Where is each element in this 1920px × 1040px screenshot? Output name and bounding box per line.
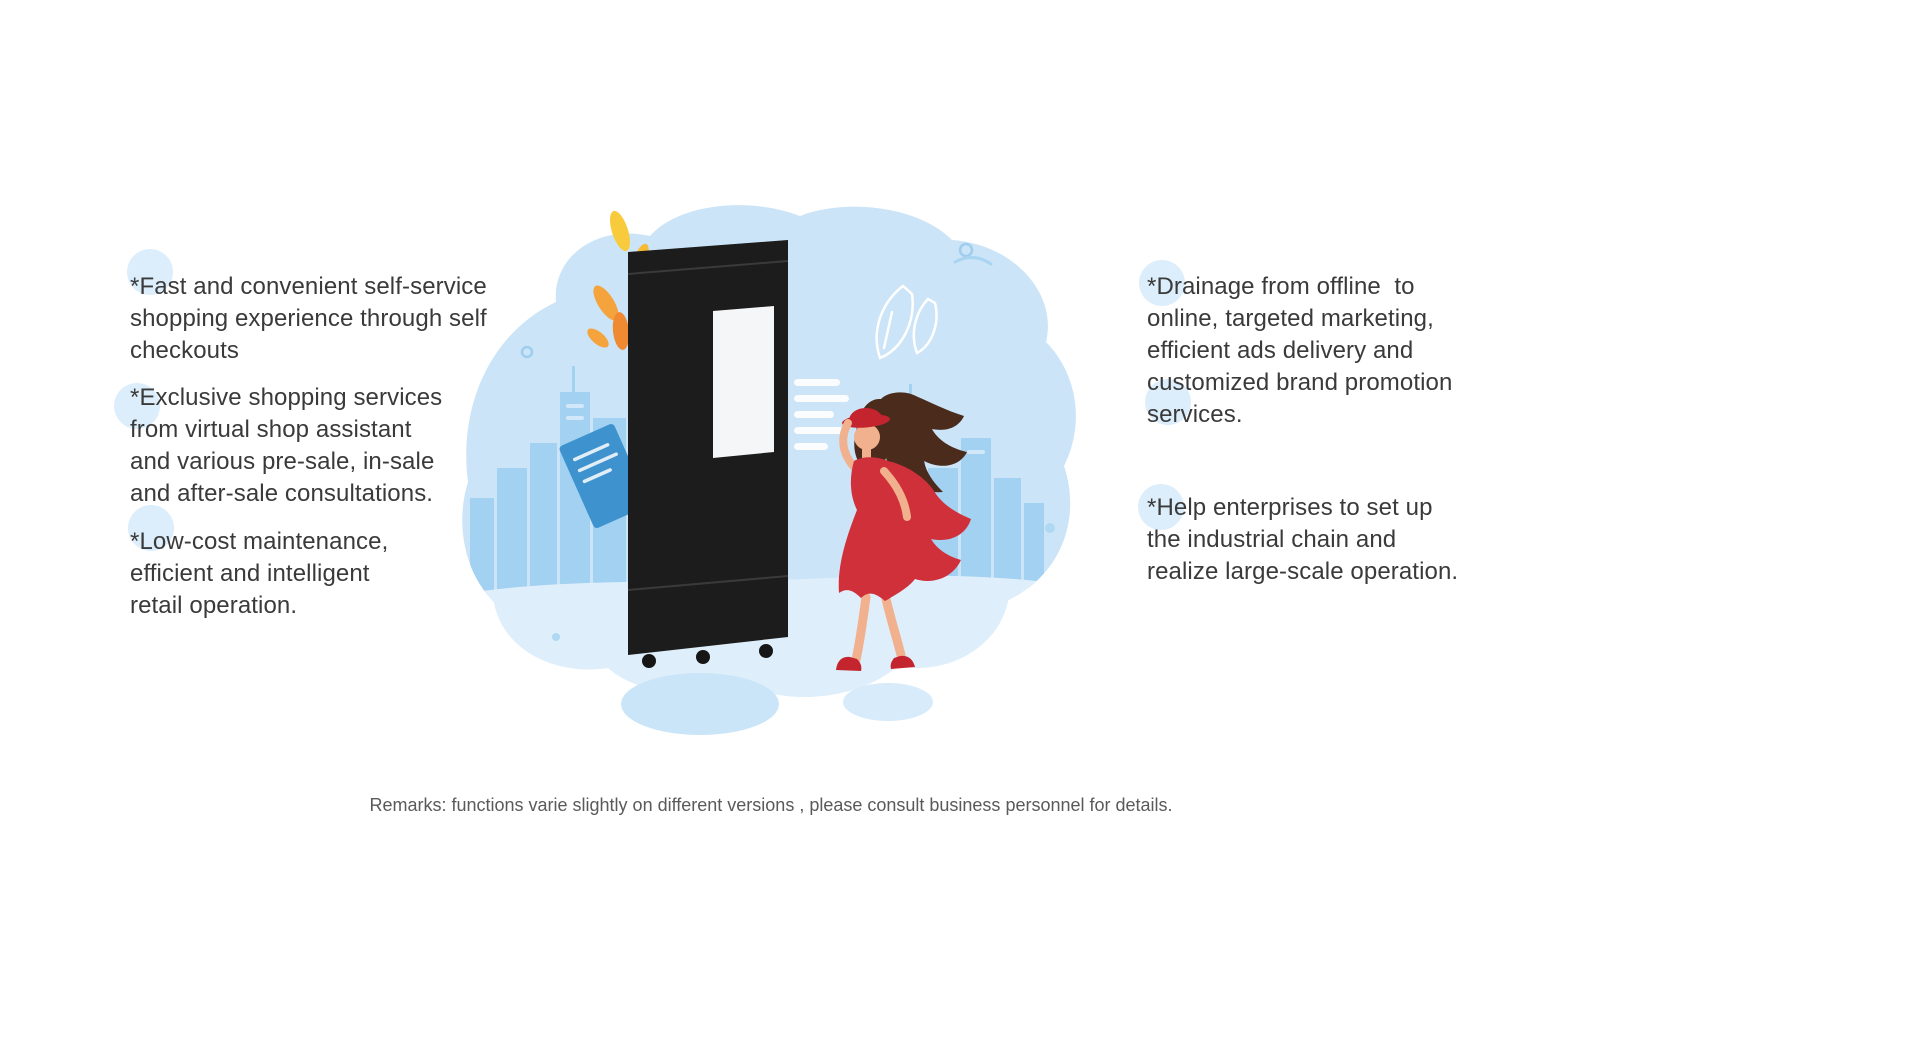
building [1024,503,1044,608]
decor-dot-outline [520,345,534,359]
kiosk-screen [713,306,774,458]
decor-stroke [953,256,993,266]
list-lines [794,379,849,450]
feature-text-self-service: *Fast and convenient self-service shoppi… [130,273,487,364]
leaf [587,328,609,348]
woman-neck [862,444,871,462]
woman-dress [838,457,971,601]
list-line [794,443,828,450]
card-line [577,452,618,473]
woman-leg [881,594,906,660]
kiosk-wheel [642,654,656,668]
blue-card [559,423,649,529]
kiosk-shadow [621,673,779,735]
woman-shadow [843,683,933,721]
decor-circle [128,505,174,551]
feature-text-drainage: *Drainage from offline to online, target… [1147,273,1453,428]
kiosk-wheel [696,650,710,664]
decor-circle [127,249,173,295]
decor-circle [1139,260,1185,306]
list-line [794,411,834,418]
decor-circle [1145,379,1191,425]
building [530,443,557,608]
building-antenna [572,366,575,394]
woman-leg [851,592,871,665]
decor-circle [1138,484,1184,530]
woman-hat-brim [842,414,890,428]
list-line [794,379,840,386]
leaf [612,312,630,350]
card-line [582,468,612,484]
card-body [559,423,649,529]
decor-dot-outline [958,242,974,258]
kiosk-wheel [759,644,773,658]
building [497,468,527,608]
decor-dot [552,633,560,641]
woman-arm-down [880,467,911,521]
footer-remark: Remarks: functions varie slightly on dif… [369,795,1173,815]
vending-kiosk [627,240,789,668]
leaf-doodle [875,284,938,360]
woman-shoe [890,655,915,669]
decor-circle [114,383,160,429]
feature-text-shop-assistant: *Exclusive shopping services from virtua… [130,384,443,507]
woman-shoe [836,656,862,671]
kiosk-seam [627,575,789,591]
feature-text-industrial-chain: *Help enterprises to set up the industri… [1147,494,1459,585]
list-line [794,395,849,402]
kiosk-seam [627,260,789,275]
leaf [609,210,631,252]
decor-dot [1045,523,1055,533]
woman-figure [836,392,971,671]
card-line [572,443,610,462]
woman-face [854,424,880,450]
leaf [593,285,619,321]
feature-text-low-cost: *Low-cost maintenance, efficient and int… [130,528,389,619]
list-line [794,427,844,434]
